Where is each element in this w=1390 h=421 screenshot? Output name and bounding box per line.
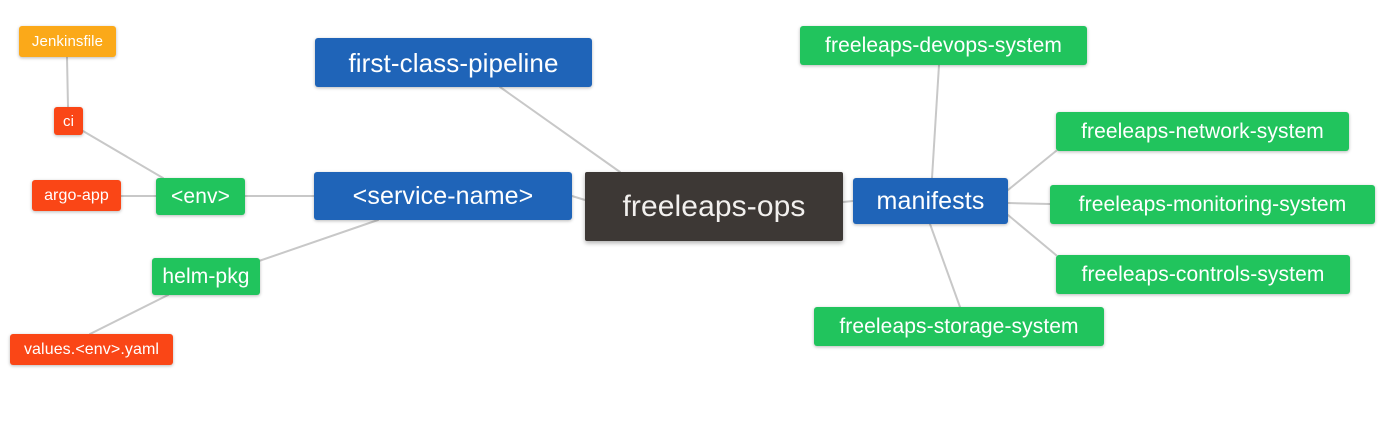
edge-manifests-devops-system: [931, 64, 940, 179]
node-label: freeleaps-ops: [622, 189, 806, 223]
edge-manifests-controls-system: [1007, 214, 1057, 256]
node-manifests[interactable]: manifests: [853, 178, 1008, 224]
node-label: Jenkinsfile: [31, 33, 104, 50]
node-label: first-class-pipeline: [348, 47, 559, 78]
edge-manifests-monitoring-system: [1007, 202, 1051, 205]
node-label: ci: [62, 112, 75, 130]
node-label: values.<env>.yaml: [23, 340, 160, 358]
edge-helm-pkg-values-yaml: [89, 294, 169, 335]
node-monitoring-system[interactable]: freeleaps-monitoring-system: [1050, 185, 1375, 224]
node-devops-system[interactable]: freeleaps-devops-system: [800, 26, 1087, 65]
edge-root-service-name: [571, 195, 586, 201]
edge-service-name-helm-pkg: [255, 219, 379, 263]
node-jenkinsfile[interactable]: Jenkinsfile: [19, 26, 116, 57]
node-label: freeleaps-controls-system: [1081, 263, 1325, 286]
edge-env-ci: [82, 130, 164, 179]
edge-ci-jenkinsfile: [66, 56, 69, 108]
node-service-name[interactable]: <service-name>: [314, 172, 572, 220]
node-argo-app[interactable]: argo-app: [32, 180, 121, 211]
edge-manifests-network-system: [1007, 150, 1057, 191]
node-env[interactable]: <env>: [156, 178, 245, 215]
node-helm-pkg[interactable]: helm-pkg: [152, 258, 260, 295]
node-label: freeleaps-storage-system: [839, 315, 1079, 338]
node-label: <env>: [171, 185, 230, 208]
node-root[interactable]: freeleaps-ops: [585, 172, 843, 241]
node-network-system[interactable]: freeleaps-network-system: [1056, 112, 1349, 151]
node-label: freeleaps-network-system: [1081, 120, 1324, 143]
node-label: argo-app: [44, 186, 109, 204]
node-storage-system[interactable]: freeleaps-storage-system: [814, 307, 1104, 346]
node-label: <service-name>: [352, 181, 534, 210]
node-label: freeleaps-monitoring-system: [1078, 193, 1347, 216]
edge-manifests-storage-system: [929, 223, 961, 308]
node-label: helm-pkg: [162, 265, 250, 288]
edge-root-manifests: [842, 200, 854, 203]
node-label: freeleaps-devops-system: [825, 34, 1062, 57]
node-label: manifests: [876, 186, 985, 215]
node-first-class-pipeline[interactable]: first-class-pipeline: [315, 38, 592, 87]
node-controls-system[interactable]: freeleaps-controls-system: [1056, 255, 1350, 294]
node-ci[interactable]: ci: [54, 107, 83, 135]
edge-root-first-class-pipeline: [499, 86, 621, 173]
node-values-yaml[interactable]: values.<env>.yaml: [10, 334, 173, 365]
